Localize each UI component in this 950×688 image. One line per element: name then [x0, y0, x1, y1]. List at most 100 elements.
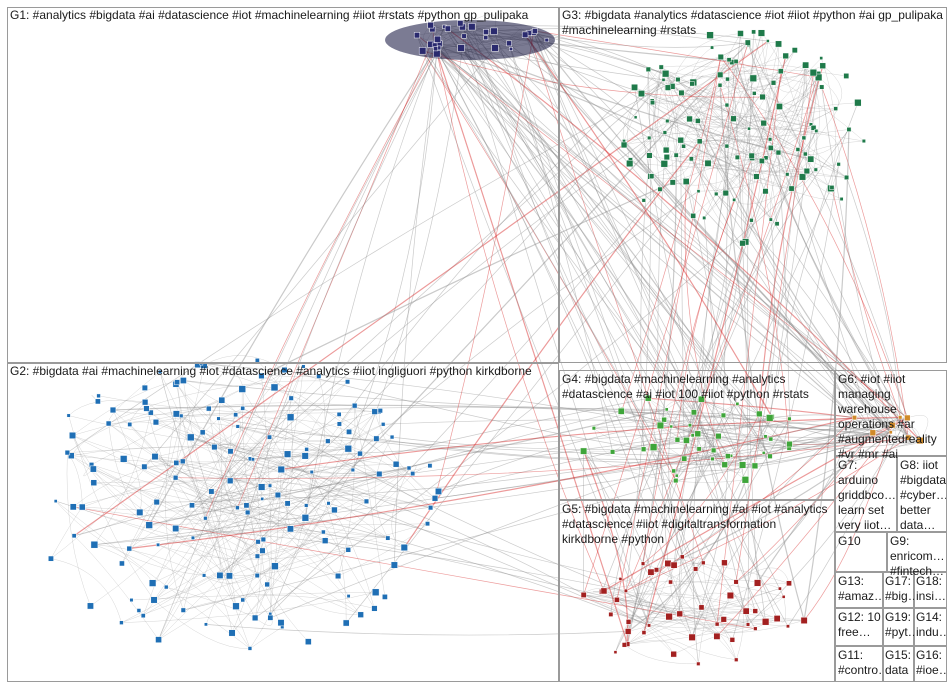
edge: [306, 436, 393, 506]
node-g5: [693, 566, 699, 572]
edge: [615, 188, 832, 653]
edge: [583, 417, 770, 452]
edge: [55, 500, 361, 615]
node-g3: [758, 158, 765, 164]
edge: [129, 421, 191, 438]
edge: [432, 29, 661, 426]
node-g4: [610, 449, 616, 455]
node-g5: [625, 619, 632, 625]
edge: [712, 435, 714, 451]
edge: [691, 83, 771, 220]
edge: [183, 459, 254, 611]
group-box-g1: [7, 7, 559, 363]
edge: [754, 65, 806, 466]
node-g5: [800, 616, 808, 624]
edge: [650, 145, 728, 177]
edge: [627, 608, 747, 645]
node-g3: [737, 30, 744, 37]
node-g2: [147, 409, 154, 416]
edge: [751, 160, 763, 221]
node-g1: [444, 25, 451, 32]
edge: [263, 539, 271, 585]
edge: [221, 399, 241, 452]
node-g2: [190, 535, 195, 540]
node-g2: [254, 553, 260, 559]
node-g3: [710, 45, 714, 50]
edge: [697, 120, 864, 142]
edge: [434, 32, 534, 499]
edge: [822, 65, 843, 109]
edge: [462, 26, 756, 629]
edge: [689, 108, 836, 129]
node-g3: [819, 62, 826, 69]
edge: [82, 505, 307, 512]
group-label-g6: G6: #iot #iiot managing warehouse operat…: [838, 372, 937, 461]
node-g2: [233, 412, 239, 418]
node-g2: [316, 373, 322, 379]
edge: [166, 586, 256, 619]
edge: [673, 431, 891, 472]
edge: [460, 23, 855, 418]
edge: [672, 160, 763, 186]
edge: [652, 102, 814, 129]
edge: [661, 66, 709, 164]
node-g3: [664, 84, 672, 91]
edge: [508, 43, 614, 453]
node-g4: [756, 410, 763, 418]
node-g3: [660, 160, 668, 168]
node-g1: [506, 40, 512, 47]
edge: [72, 435, 238, 508]
edge: [354, 405, 386, 597]
edge: [765, 157, 909, 438]
edge: [108, 423, 150, 526]
node-g2: [90, 479, 98, 486]
edge: [719, 85, 805, 621]
edge: [403, 140, 701, 548]
edge: [261, 375, 272, 618]
edge: [73, 535, 159, 640]
node-g3: [798, 173, 807, 181]
edge: [593, 425, 909, 439]
group-box-g11: [835, 646, 883, 682]
edge: [907, 415, 929, 441]
node-g1: [433, 46, 439, 52]
node-g2: [390, 561, 398, 569]
edge: [660, 67, 677, 156]
node-g3: [631, 83, 638, 91]
node-g4: [787, 416, 792, 421]
edge: [734, 65, 806, 201]
edge: [734, 157, 744, 201]
node-g2: [156, 542, 161, 547]
node-g3: [646, 152, 653, 159]
edge: [254, 169, 817, 619]
edge: [698, 562, 725, 664]
node-g4: [674, 437, 681, 443]
node-g3: [702, 215, 707, 220]
node-g2: [151, 453, 159, 461]
edge: [789, 424, 893, 445]
edge: [744, 93, 764, 124]
edge: [112, 409, 142, 513]
edge: [654, 67, 662, 190]
edge: [675, 403, 738, 481]
node-g2: [371, 588, 380, 596]
edge: [437, 47, 729, 457]
node-g2: [385, 535, 391, 541]
node-g2: [96, 393, 101, 399]
edge: [257, 366, 304, 557]
node-g2: [335, 572, 342, 580]
edge: [68, 415, 155, 601]
node-g3: [681, 143, 686, 149]
node-g2: [373, 435, 380, 442]
edge: [660, 425, 756, 467]
group-box-g17: [883, 572, 914, 608]
edge: [583, 450, 629, 645]
group-box-g7: [835, 456, 897, 532]
node-g3: [690, 213, 696, 219]
edge: [653, 403, 738, 448]
edge: [731, 61, 909, 438]
edge: [603, 590, 789, 627]
edge: [391, 467, 410, 548]
edge: [190, 437, 361, 458]
